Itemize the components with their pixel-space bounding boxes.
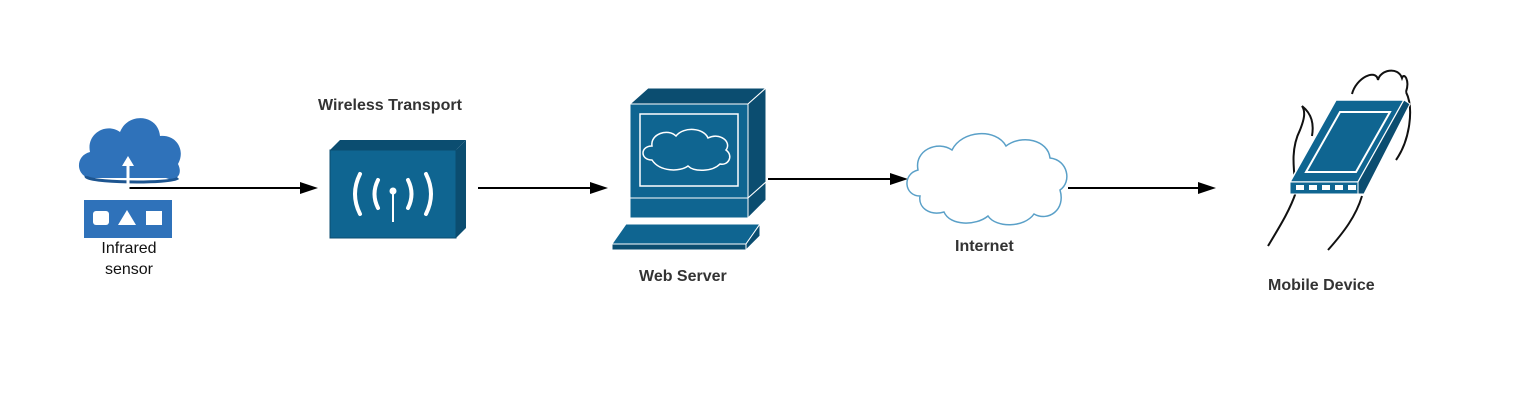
mobile-device-label: Mobile Device: [1268, 277, 1375, 294]
web-server-icon: [611, 86, 768, 252]
internet-cloud-icon: [906, 132, 1068, 226]
web-server-label: Web Server: [639, 268, 727, 285]
mobile-device-icon: [1267, 69, 1412, 251]
edge-sensor-to-wireless: [128, 182, 318, 194]
edge-wireless-to-webserver: [478, 182, 608, 194]
infrared-sensor-icon: [78, 118, 181, 238]
infrared-sensor-label: Infrared sensor: [84, 238, 174, 280]
edge-webserver-to-internet: [768, 173, 908, 185]
wireless-transport-label: Wireless Transport: [318, 97, 462, 114]
wireless-access-point-icon: [329, 140, 466, 239]
edge-internet-to-mobile: [1068, 182, 1216, 194]
infrared-sensor-label-line2: sensor: [104, 261, 154, 278]
internet-label: Internet: [955, 238, 1014, 255]
infrared-sensor-label-line1: Infrared: [101, 240, 157, 257]
